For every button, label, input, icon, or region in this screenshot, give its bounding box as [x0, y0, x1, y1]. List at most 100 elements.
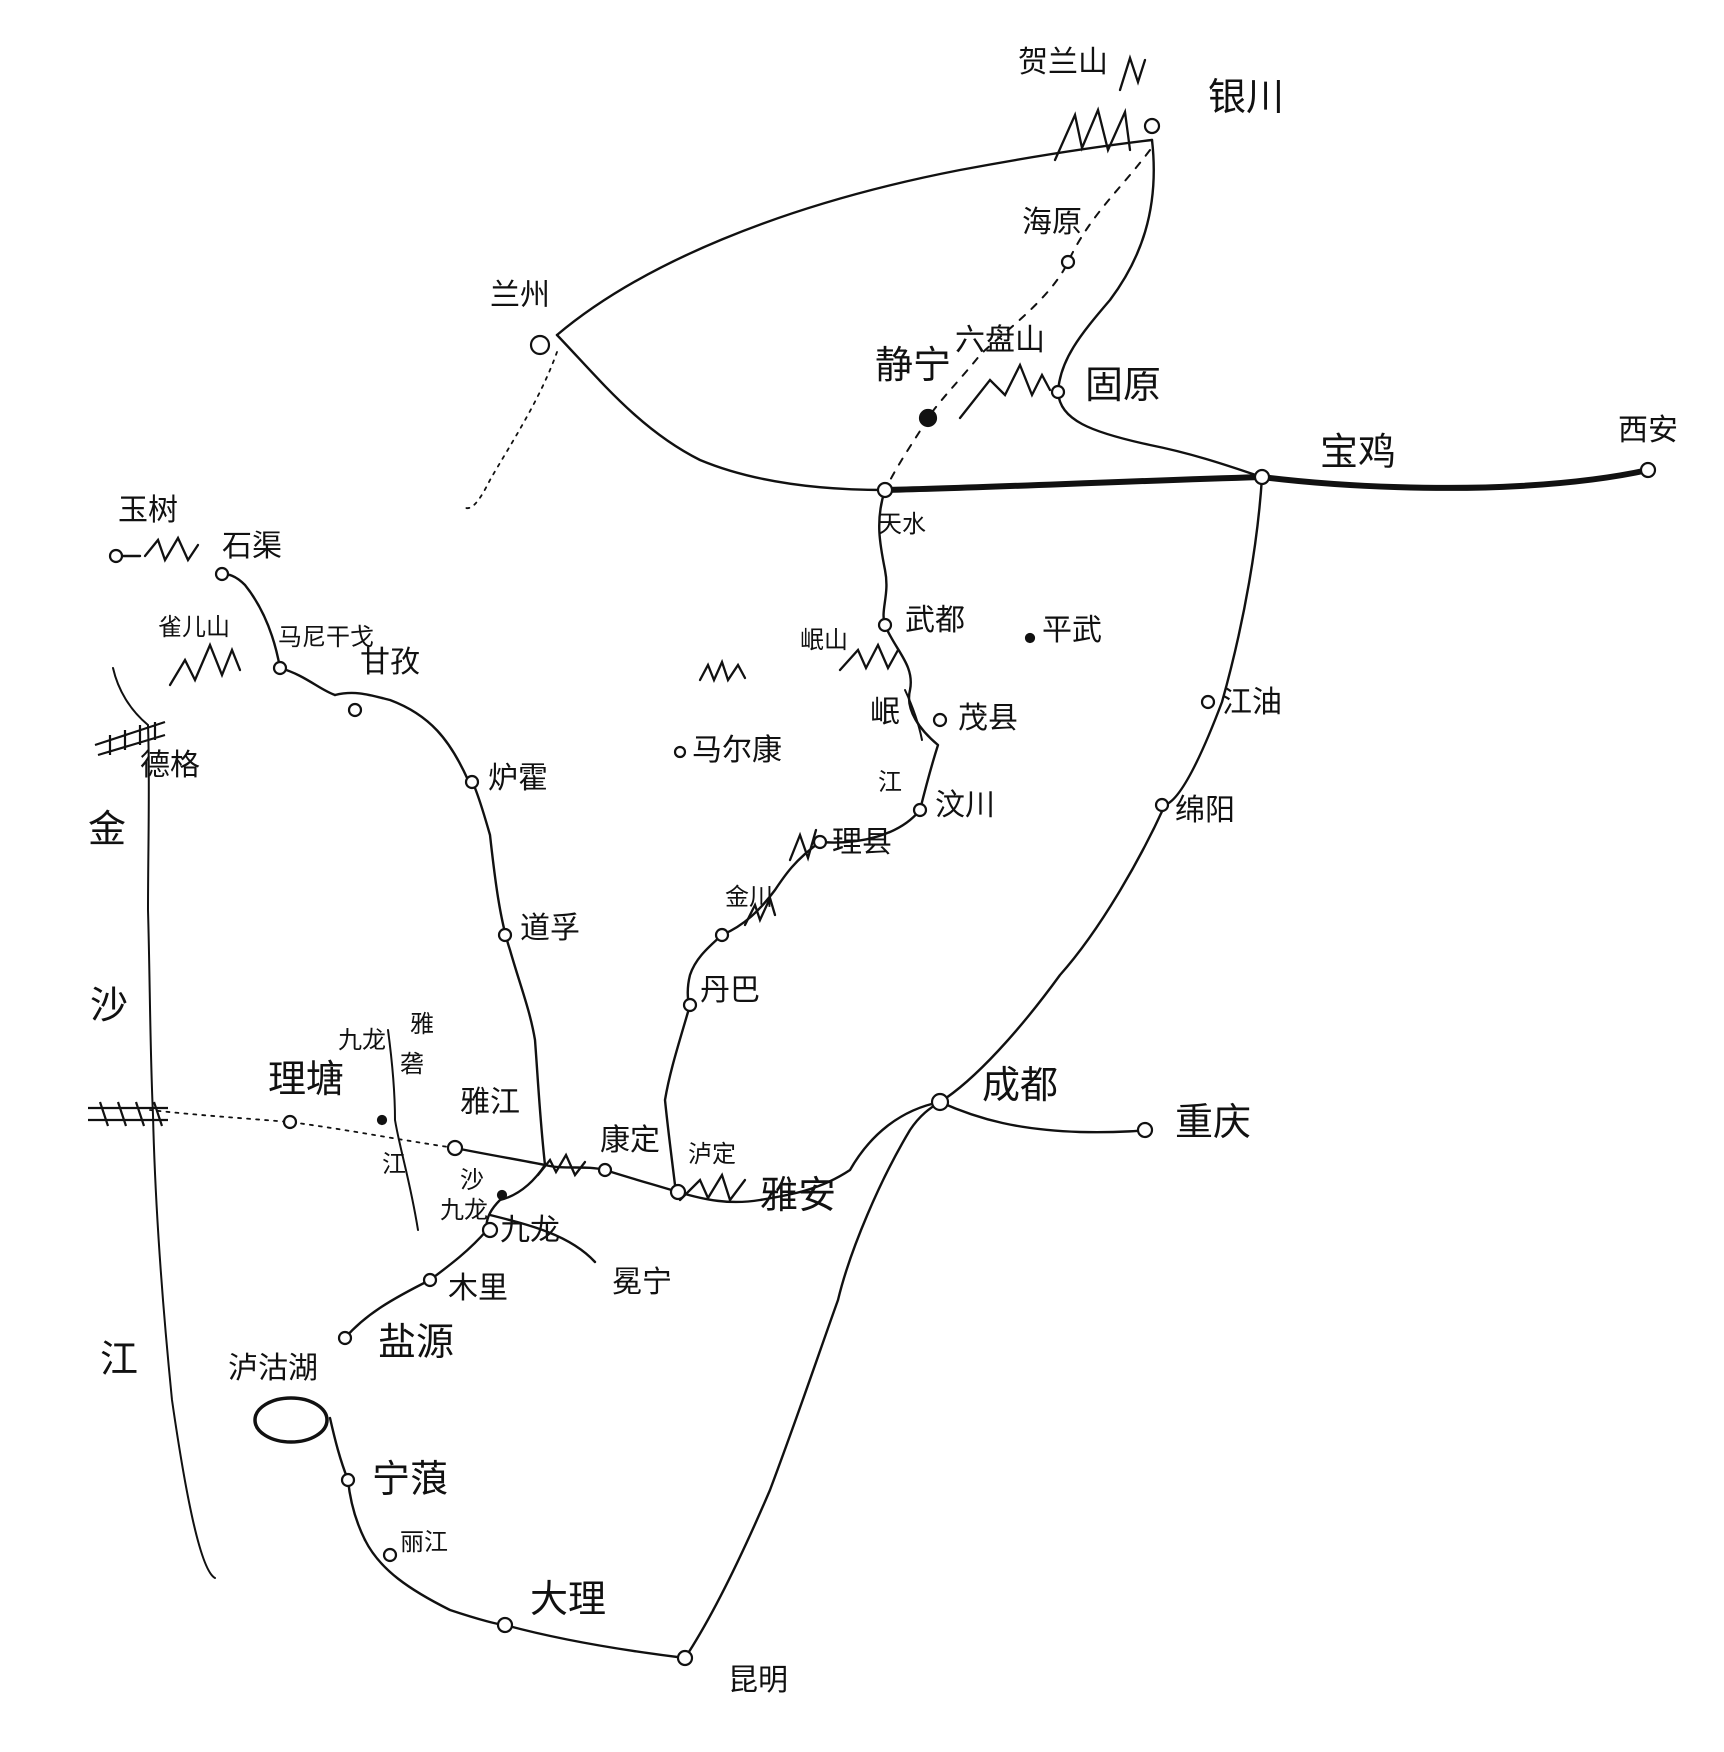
route-dali-kunming — [503, 1623, 687, 1660]
label-xian: 西安 — [1618, 413, 1678, 448]
labels: 贺兰山 银川 海原 兰州 静宁 六盘山 固原 西安 宝鸡 天水 玉树 石渠 雀儿… — [88, 45, 1678, 1698]
town-ninglang — [340, 1472, 356, 1488]
north-mountain-icon — [698, 658, 747, 683]
route-kangding-daofu — [466, 776, 547, 1167]
town-litang — [282, 1114, 298, 1130]
label-shamian: 沙 — [460, 1166, 484, 1194]
label-ganzi: 甘孜 — [360, 645, 420, 680]
label-daofu: 道孚 — [520, 911, 580, 946]
town-yajiang — [446, 1139, 464, 1157]
route-jiulong-mianning — [488, 1213, 597, 1264]
town-maerkang — [673, 745, 687, 759]
route-yajiang-litang — [149, 1109, 456, 1149]
label-jiangyou: 江油 — [1222, 685, 1282, 720]
town-chongqing — [1136, 1121, 1154, 1139]
label-litang: 理塘 — [268, 1057, 344, 1101]
route-tianshui-baoji-bold — [882, 474, 1265, 493]
town-yanyuan — [337, 1330, 353, 1346]
town-manigange — [272, 660, 288, 676]
label-chongqing: 重庆 — [1175, 1100, 1251, 1144]
label-ninglang: 宁蒗 — [372, 1457, 448, 1501]
label-lanzhou: 兰州 — [490, 278, 550, 313]
label-yajiang: 雅江 — [460, 1085, 520, 1120]
label-jinchuan: 金川 — [725, 883, 773, 911]
label-tianshui: 天水 — [878, 510, 926, 538]
route-kunming-chengdu — [683, 1100, 942, 1660]
label-minshan: 岷山 — [800, 626, 848, 654]
label-luguhu: 泸沽湖 — [228, 1351, 318, 1386]
town-lixian — [812, 834, 828, 850]
helanshan-peak-icon — [1118, 54, 1147, 92]
min-jiang-river — [904, 689, 923, 741]
route-kangding-yajiang — [453, 1146, 547, 1167]
label-luding: 泸定 — [688, 1140, 736, 1168]
bridges — [88, 720, 168, 1127]
label-yanyuan: 盐源 — [378, 1320, 454, 1364]
label-yalong-1: 雅 — [410, 1010, 434, 1038]
route-luhuo-ganzi — [333, 691, 470, 782]
label-jiulong-small: 九龙 — [440, 1196, 488, 1224]
route-lanzhou-tianshui — [555, 333, 887, 492]
town-shiqu — [214, 566, 230, 582]
town-yushu — [108, 548, 124, 564]
label-wenchuan: 汶川 — [935, 788, 995, 823]
mountains — [143, 54, 1147, 1203]
route-yinchuan-guyuan — [1056, 138, 1155, 394]
route-lanzhou-yinchuan — [555, 138, 1154, 337]
town-guyuan — [1050, 384, 1066, 400]
route-lanzhou-dotted — [461, 351, 558, 510]
town-yalong — [376, 1114, 388, 1126]
kangding-pass-mountain-icon — [536, 1152, 587, 1178]
route-tianshui-wudu — [878, 488, 888, 627]
label-min-jiang-2: 江 — [878, 768, 902, 796]
label-yinchuan: 银川 — [1208, 75, 1284, 119]
route-yinchuan-jingning-dashed — [927, 149, 1151, 419]
label-maerkang: 马尔康 — [692, 733, 782, 768]
town-luhuo — [464, 774, 480, 790]
route-ninglang-dali — [363, 1538, 507, 1627]
label-lixian: 理县 — [832, 825, 892, 860]
label-dege: 德格 — [140, 748, 200, 783]
label-jinsha-3: 江 — [100, 1337, 138, 1381]
town-wudu — [877, 617, 893, 633]
label-kangding: 康定 — [600, 1123, 660, 1158]
route-guyuan-baoji — [1056, 390, 1264, 479]
towns — [108, 117, 1657, 1667]
lixian-mountain-icon — [788, 828, 818, 862]
label-shiqu: 石渠 — [222, 529, 282, 564]
label-chengdu: 成都 — [982, 1063, 1058, 1107]
route-danba-luding — [663, 1003, 692, 1187]
route-muli-yanyuan — [343, 1278, 432, 1340]
queershan-mountain-icon — [168, 641, 242, 687]
label-lijiang: 丽江 — [400, 1528, 448, 1556]
liupanshan-mountain-icon — [958, 362, 1052, 420]
town-shamian — [496, 1189, 508, 1201]
town-jinchuan — [714, 927, 730, 943]
town-mianyang — [1154, 797, 1170, 813]
route-chengdu-yaan — [676, 1100, 942, 1204]
label-guyuan: 固原 — [1085, 363, 1161, 407]
label-wudu: 武都 — [905, 603, 965, 638]
town-chengdu — [930, 1092, 950, 1112]
town-pingwu — [1024, 632, 1036, 644]
label-dali: 大理 — [530, 1577, 606, 1621]
luguhu-lake — [253, 1396, 329, 1444]
label-liupanshan: 六盘山 — [955, 323, 1045, 358]
luding-pass-mountain-icon — [678, 1172, 747, 1203]
label-manigange: 马尼干戈 — [278, 623, 374, 651]
yushu-mountain-icon — [143, 535, 200, 563]
route-wenchuan-danba — [686, 808, 922, 1008]
jinsha-river — [112, 667, 216, 1579]
town-haiyuan — [1060, 254, 1076, 270]
town-lijiang — [382, 1547, 398, 1563]
town-danba — [682, 997, 698, 1013]
route-wudu-wenchuan — [883, 623, 940, 812]
route-jingning-tianshui — [884, 417, 929, 491]
batang-bridge-icon — [88, 1101, 168, 1127]
town-jiangyou — [1200, 694, 1216, 710]
label-jingning: 静宁 — [875, 343, 951, 387]
label-min-jiang-1: 岷 — [870, 695, 900, 730]
label-danba: 丹巴 — [700, 973, 760, 1008]
dege-bridge-icon — [94, 720, 166, 757]
